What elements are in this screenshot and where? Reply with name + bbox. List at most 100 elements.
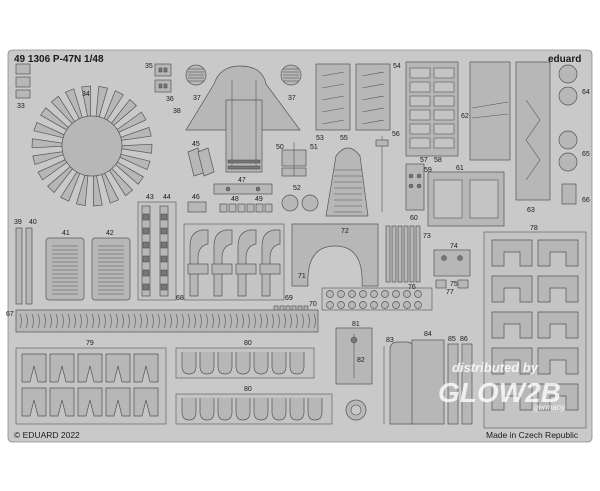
label-62: 62 [461, 113, 469, 120]
part-56 [375, 136, 389, 212]
label-84a: 84 [424, 331, 432, 338]
part-41-panel [45, 237, 85, 301]
label-50: 50 [276, 144, 284, 151]
label-59: 59 [424, 167, 432, 174]
label-33: 33 [17, 103, 25, 110]
label-76: 76 [408, 284, 416, 291]
part-65-gauges [558, 130, 578, 172]
label-36: 36 [166, 96, 174, 103]
part-59-60 [405, 163, 425, 211]
part-82 [345, 346, 385, 424]
label-41: 41 [62, 230, 70, 237]
part-68-curved [183, 223, 285, 301]
label-48: 48 [231, 196, 239, 203]
part-50-51 [281, 142, 307, 177]
part-57-58 [405, 61, 459, 157]
part-45-pedals [187, 147, 215, 177]
part-33 [15, 63, 31, 99]
label-56: 56 [392, 131, 400, 138]
part-83 [389, 341, 415, 425]
label-46: 46 [192, 194, 200, 201]
label-61: 61 [456, 165, 464, 172]
label-51: 51 [310, 144, 318, 151]
part-79-clips [15, 347, 167, 425]
part-61 [427, 171, 505, 227]
part-53 [315, 63, 351, 131]
label-55: 55 [340, 135, 348, 142]
part-35-36 [154, 63, 172, 93]
label-67: 67 [6, 311, 14, 318]
distributor-watermark: distributed by GLOW2B germany [438, 360, 566, 412]
label-52: 52 [293, 185, 301, 192]
part-62 [469, 61, 511, 161]
label-72: 72 [341, 228, 349, 235]
label-45: 45 [192, 141, 200, 148]
label-49: 49 [255, 196, 263, 203]
label-79: 79 [86, 340, 94, 347]
part-85-86 [447, 343, 473, 425]
label-37a: 37 [193, 95, 201, 102]
label-60: 60 [410, 215, 418, 222]
part-48-49 [219, 203, 273, 213]
label-73: 73 [423, 233, 431, 240]
product-code: 49 1306 P-47N 1/48 [14, 54, 104, 65]
part-66 [561, 183, 577, 205]
label-39: 39 [14, 219, 22, 226]
label-82: 82 [357, 357, 365, 364]
label-69: 69 [285, 295, 293, 302]
label-64: 64 [582, 89, 590, 96]
part-74-75 [433, 249, 471, 289]
label-74: 74 [450, 243, 458, 250]
label-53: 53 [316, 135, 324, 142]
label-63: 63 [527, 207, 535, 214]
label-71: 71 [298, 273, 306, 280]
part-42-panel [91, 237, 131, 301]
part-76-77 [321, 287, 433, 311]
label-43: 43 [146, 194, 154, 201]
part-39-40 [15, 227, 33, 305]
part-46 [187, 201, 207, 213]
part-55 [325, 147, 369, 217]
part-cockpit-floor [185, 65, 301, 173]
label-35: 35 [145, 63, 153, 70]
part-64-gauges [558, 64, 578, 106]
label-58: 58 [434, 157, 442, 164]
part-73 [385, 225, 421, 283]
brand-logo: eduard [548, 54, 581, 65]
label-86: 86 [460, 336, 468, 343]
label-70: 70 [309, 301, 317, 308]
watermark-line1: distributed by [452, 360, 539, 375]
label-65: 65 [582, 151, 590, 158]
label-81: 81 [352, 321, 360, 328]
part-37-vents [185, 64, 302, 86]
part-71-72-arch [291, 223, 379, 287]
part-81 [335, 327, 373, 385]
label-42: 42 [106, 230, 114, 237]
label-57: 57 [420, 157, 428, 164]
label-34: 34 [82, 91, 90, 98]
part-80-lower [175, 393, 333, 425]
label-77: 77 [446, 289, 454, 296]
label-40: 40 [29, 219, 37, 226]
watermark-line3: germany [534, 403, 566, 412]
label-85: 85 [448, 336, 456, 343]
label-44: 44 [163, 194, 171, 201]
label-78: 78 [530, 225, 538, 232]
label-37b: 37 [288, 95, 296, 102]
part-80-upper [175, 347, 315, 379]
part-54 [355, 63, 391, 131]
part-67-strip [15, 309, 319, 333]
part-47 [213, 183, 273, 195]
label-66: 66 [582, 197, 590, 204]
label-54: 54 [393, 63, 401, 70]
label-75: 75 [450, 281, 458, 288]
label-80b: 80 [244, 386, 252, 393]
label-68: 68 [176, 295, 184, 302]
part-52 [281, 194, 319, 212]
part-78-clips [483, 231, 587, 429]
label-47: 47 [238, 177, 246, 184]
part-43-44-harness [137, 201, 177, 301]
part-84 [411, 339, 445, 425]
part-63 [515, 61, 551, 201]
